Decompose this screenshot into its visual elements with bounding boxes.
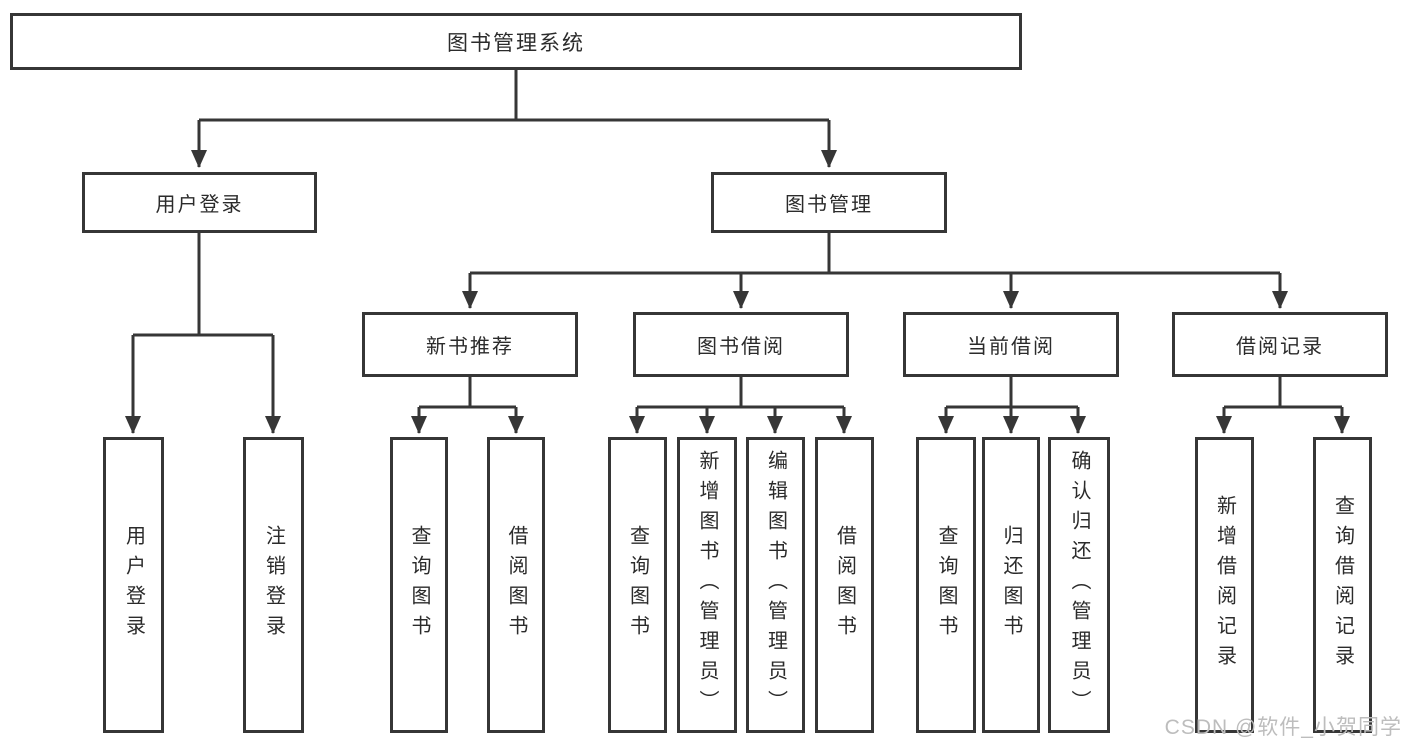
node-query-books-current-label: 查询图书: [935, 525, 957, 645]
node-logout-label: 注销登录: [262, 525, 285, 645]
node-book-management: 图书管理: [711, 172, 947, 233]
node-borrowing-records: 借阅记录: [1172, 312, 1388, 377]
node-query-books-borrowing: 查询图书: [608, 437, 667, 733]
node-root-label: 图书管理系统: [447, 31, 585, 55]
node-edit-books-admin-label: 编辑图书（管理员）: [764, 450, 787, 720]
node-root: 图书管理系统: [10, 13, 1022, 70]
node-current-borrowing: 当前借阅: [903, 312, 1119, 377]
node-confirm-return-admin-label: 确认归还（管理员）: [1068, 450, 1090, 720]
node-user-login-leaf: 用户登录: [103, 437, 164, 733]
node-add-books-admin: 新增图书（管理员）: [677, 437, 737, 733]
node-query-borrow-record: 查询借阅记录: [1313, 437, 1372, 733]
node-add-borrow-record-label: 新增借阅记录: [1213, 495, 1236, 675]
node-borrowing-records-label: 借阅记录: [1236, 336, 1324, 358]
node-book-borrowing-label: 图书借阅: [697, 336, 785, 358]
node-user-login-leaf-label: 用户登录: [122, 525, 145, 645]
node-add-books-admin-label: 新增图书（管理员）: [696, 450, 718, 720]
node-book-borrowing: 图书借阅: [633, 312, 849, 377]
node-current-borrowing-label: 当前借阅: [967, 336, 1055, 358]
node-confirm-return-admin: 确认归还（管理员）: [1048, 437, 1110, 733]
node-edit-books-admin: 编辑图书（管理员）: [746, 437, 805, 733]
node-add-borrow-record: 新增借阅记录: [1195, 437, 1254, 733]
node-borrow-books-recommend: 借阅图书: [487, 437, 545, 733]
node-query-books-borrowing-label: 查询图书: [626, 525, 649, 645]
node-book-management-label: 图书管理: [785, 194, 873, 216]
node-borrow-books-borrowing-label: 借阅图书: [833, 525, 856, 645]
node-borrow-books-borrowing: 借阅图书: [815, 437, 874, 733]
node-return-books: 归还图书: [982, 437, 1040, 733]
node-query-books-current: 查询图书: [916, 437, 976, 733]
node-query-borrow-record-label: 查询借阅记录: [1331, 495, 1354, 675]
connector-elbows: [133, 70, 1342, 409]
node-borrow-books-recommend-label: 借阅图书: [505, 525, 527, 645]
node-user-login-branch-label: 用户登录: [155, 194, 244, 216]
node-return-books-label: 归还图书: [1000, 525, 1022, 645]
node-query-books-recommend: 查询图书: [390, 437, 448, 733]
csdn-watermark: CSDN @软件_小贺同学: [1164, 716, 1402, 739]
node-query-books-recommend-label: 查询图书: [408, 525, 430, 645]
node-user-login-branch: 用户登录: [82, 172, 317, 233]
node-new-book-recommendation: 新书推荐: [362, 312, 578, 377]
node-new-book-recommendation-label: 新书推荐: [426, 336, 514, 358]
node-logout: 注销登录: [243, 437, 304, 733]
connector-arrows: [125, 120, 1350, 434]
